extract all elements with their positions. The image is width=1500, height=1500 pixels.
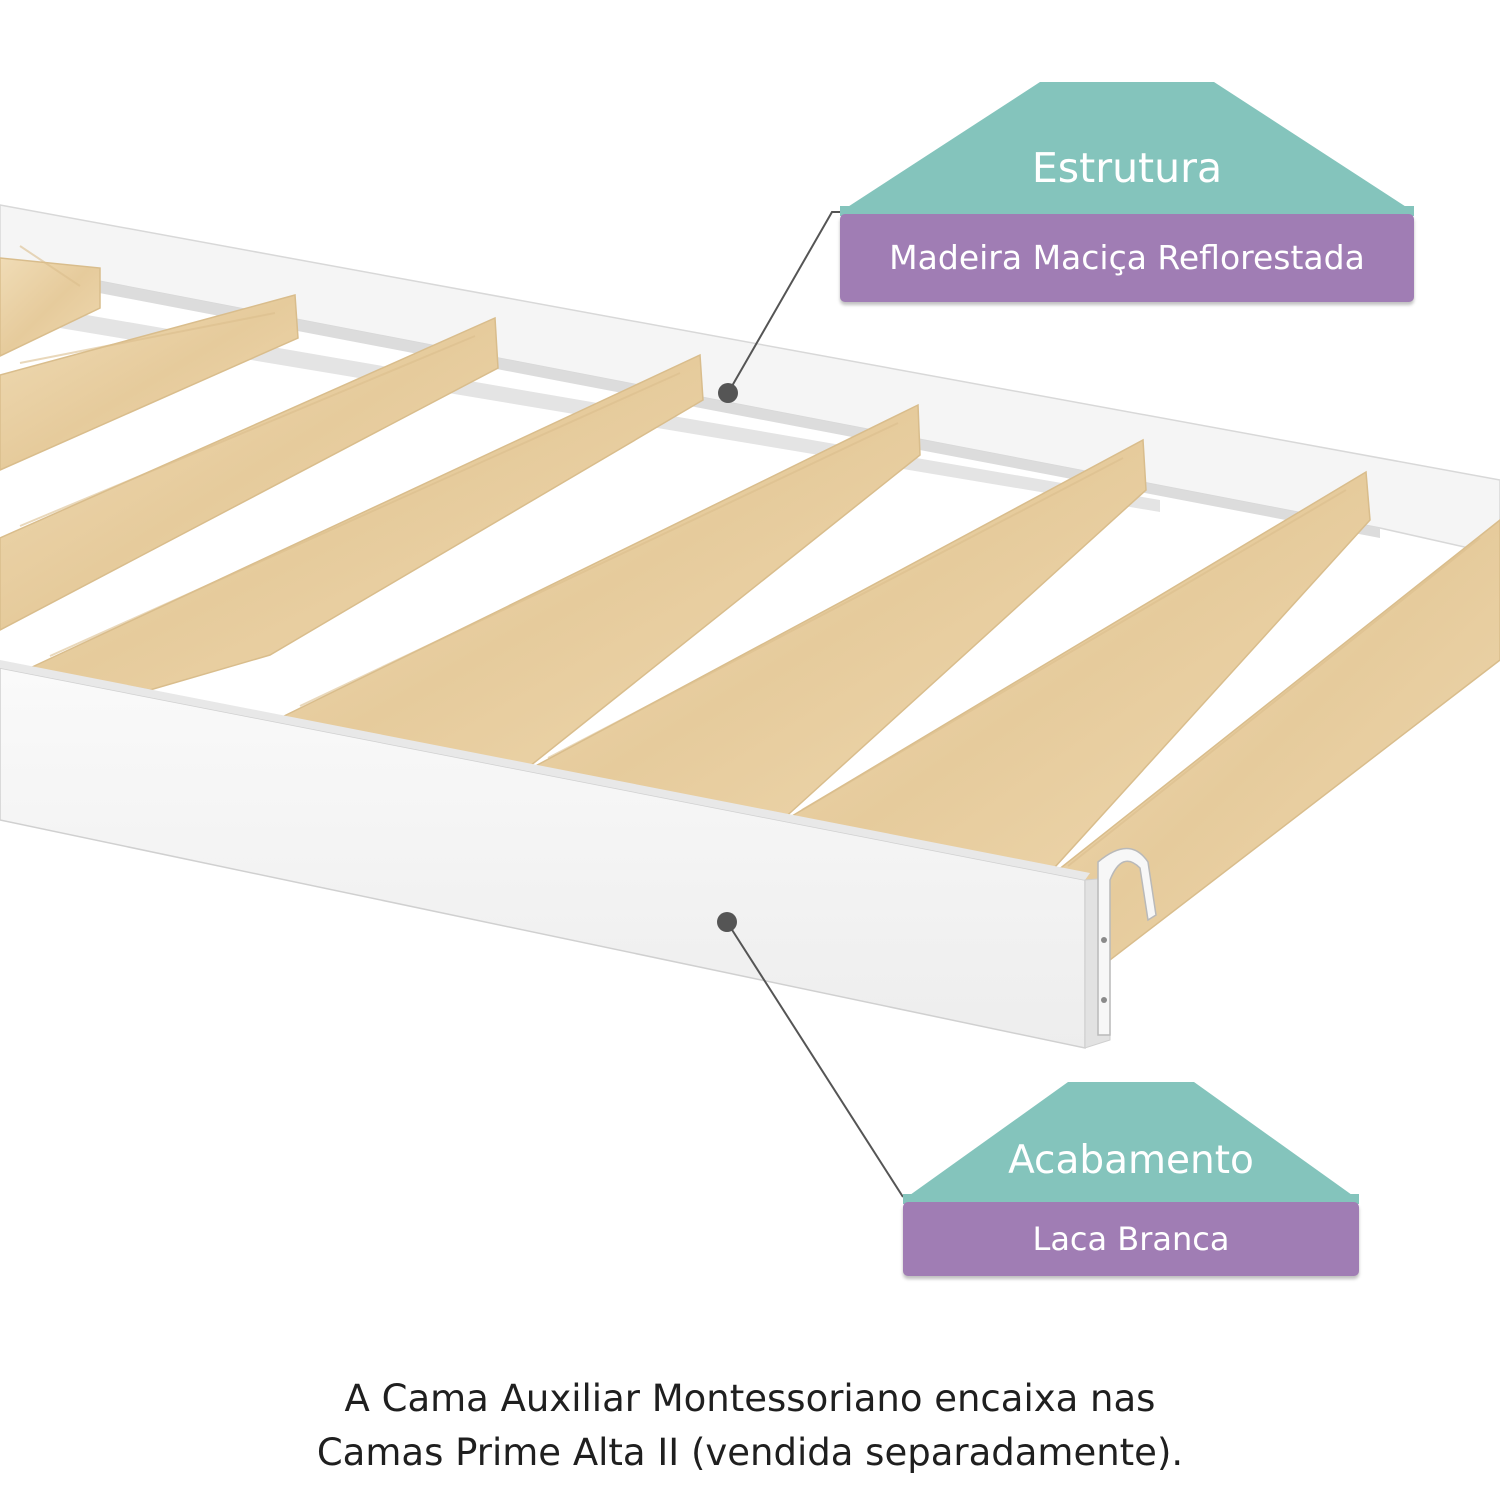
caption-line-1: A Cama Auxiliar Montessoriano encaixa na… <box>344 1377 1156 1420</box>
callout-structure: Estrutura Madeira Maciça Reflorestada <box>840 82 1414 304</box>
callout-finish-value: Laca Branca <box>903 1202 1359 1276</box>
finish-pointer-line <box>726 921 904 1198</box>
wood-grain <box>1067 537 1481 867</box>
wood-grain <box>19 245 81 287</box>
wood-grain <box>299 422 899 707</box>
hook-bracket <box>1097 847 1157 1036</box>
wood-slat <box>0 294 299 471</box>
wood-grain <box>19 335 476 527</box>
callout-structure-header-shape <box>840 82 1414 216</box>
wood-grain <box>49 372 681 657</box>
caption: A Cama Auxiliar Montessoriano encaixa na… <box>0 1372 1500 1480</box>
callout-finish: Acabamento Laca Branca <box>903 1082 1359 1277</box>
wood-slat <box>0 316 499 631</box>
wood-grain <box>547 457 1124 759</box>
wood-grain <box>801 489 1347 811</box>
callout-structure-title: Estrutura <box>1031 144 1223 192</box>
front-rail-top-edge <box>0 660 1090 880</box>
callout-finish-header-shape <box>903 1082 1359 1204</box>
finish-pointer-dot <box>717 912 737 932</box>
structure-pointer-dot <box>718 383 738 403</box>
wood-slat <box>0 257 101 357</box>
caption-line-2: Camas Prime Alta II (vendida separadamen… <box>316 1431 1184 1474</box>
callout-structure-value: Madeira Maciça Reflorestada <box>840 214 1414 302</box>
callout-finish-title: Acabamento <box>1008 1138 1254 1183</box>
wood-grain <box>19 312 276 364</box>
